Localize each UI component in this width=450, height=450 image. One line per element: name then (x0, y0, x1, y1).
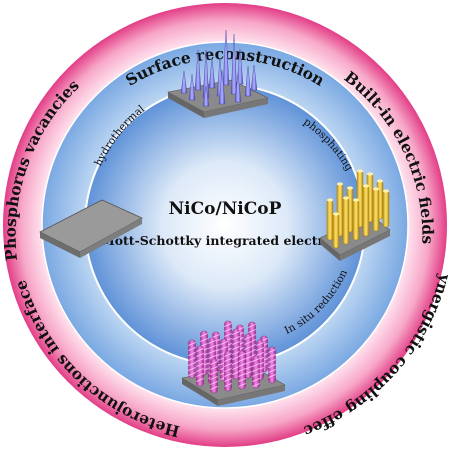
middle-ring-outline (41, 41, 409, 409)
magenta-spiral-array-icon (181, 320, 286, 406)
purple-needle-array-icon (167, 29, 269, 118)
center-title: NiCo/NiCoP (169, 199, 282, 219)
gray-plate-icon (39, 199, 143, 258)
center-subtitle: Mott-Schottky integrated electrode (101, 233, 349, 248)
yellow-rod-array-icon (319, 169, 391, 261)
inner-disc (85, 85, 365, 365)
